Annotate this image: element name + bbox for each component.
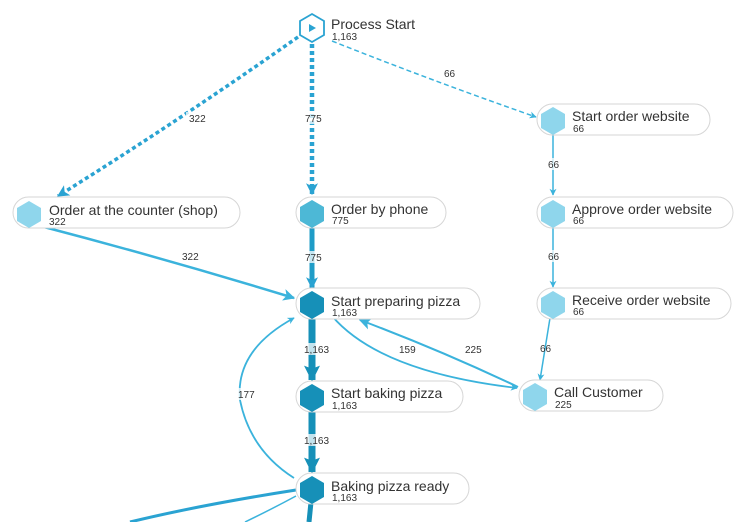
edge-web-receive-to-call[interactable]: 66 (537, 317, 552, 381)
edge-counter-to-prep[interactable]: 322 (43, 225, 296, 301)
node-start-baking-pizza[interactable]: Start baking pizza 1,163 (295, 380, 464, 413)
edge-label: 322 (189, 114, 206, 125)
edge-phone-to-prep[interactable]: 775 (304, 226, 326, 290)
node-label: Receive order website (572, 292, 711, 308)
hexagon-icon (300, 200, 324, 228)
hexagon-icon (300, 384, 324, 412)
node-count: 66 (573, 216, 585, 227)
nodes: Process Start 1,163 Order at the counter… (12, 12, 734, 505)
hexagon-icon (300, 291, 324, 319)
hexagon-icon (17, 201, 41, 228)
edge-label: 775 (305, 114, 322, 125)
node-count: 775 (332, 216, 349, 227)
node-start-order-website[interactable]: Start order website 66 (536, 103, 711, 136)
node-label: Start preparing pizza (331, 293, 460, 309)
node-label: Order by phone (331, 201, 428, 217)
edge-call-to-prep[interactable]: 225 (358, 318, 519, 388)
node-approve-order-website[interactable]: Approve order website 66 (536, 196, 734, 229)
edge-label: 159 (399, 345, 416, 356)
node-count: 66 (573, 307, 585, 318)
play-icon (309, 24, 316, 32)
node-label: Call Customer (554, 384, 643, 400)
edge-web-approve-to-web-receive[interactable]: 66 (546, 227, 562, 288)
hexagon-icon (523, 383, 547, 411)
node-count: 322 (49, 217, 66, 228)
node-count: 1,163 (332, 401, 357, 412)
edge-label: 1,163 (304, 436, 329, 447)
edge-label: 177 (238, 390, 255, 401)
edge-prep-to-bake[interactable]: 1,163 (302, 318, 332, 382)
node-label: Start baking pizza (331, 385, 442, 401)
node-count: 1,163 (332, 32, 357, 43)
node-count: 225 (555, 400, 572, 411)
hexagon-icon (541, 107, 565, 135)
node-label: Order at the counter (shop) (49, 202, 218, 218)
node-label: Approve order website (572, 201, 712, 217)
node-count: 1,163 (332, 308, 357, 319)
edge-start-to-counter[interactable]: 322 (56, 35, 300, 198)
edge-start-to-phone[interactable]: 775 (304, 44, 326, 196)
edge-start-to-web-start[interactable]: 66 (331, 40, 537, 119)
node-call-customer[interactable]: Call Customer 225 (518, 379, 664, 412)
node-receive-order-website[interactable]: Receive order website 66 (536, 287, 732, 320)
edge-web-start-to-web-approve[interactable]: 66 (546, 134, 562, 196)
node-label: Baking pizza ready (331, 478, 449, 494)
node-count: 66 (573, 124, 585, 135)
node-baking-pizza-ready[interactable]: Baking pizza ready 1,163 (295, 472, 470, 505)
node-process-start[interactable]: Process Start 1,163 (299, 12, 415, 44)
edge-ready-outgoing[interactable] (129, 488, 314, 522)
node-count: 1,163 (332, 493, 357, 504)
edge-bake-to-ready[interactable]: 1,163 (302, 411, 332, 474)
edge-label: 66 (444, 69, 456, 80)
edge-label: 66 (540, 344, 552, 355)
node-order-counter[interactable]: Order at the counter (shop) 322 (12, 196, 241, 229)
edge-ready-to-prep[interactable]: 177 (236, 317, 295, 479)
node-order-phone[interactable]: Order by phone 775 (295, 196, 447, 229)
edge-label: 66 (548, 252, 560, 263)
edge-label: 775 (305, 253, 322, 264)
node-label: Process Start (331, 16, 415, 32)
edge-prep-to-call[interactable]: 159 (331, 315, 518, 391)
edge-label: 1,163 (304, 345, 329, 356)
hexagon-icon (541, 291, 565, 319)
node-start-preparing-pizza[interactable]: Start preparing pizza 1,163 (295, 287, 481, 320)
edges: 322 775 66 322 775 66 (43, 35, 562, 522)
edge-label: 66 (548, 160, 560, 171)
edge-label: 225 (465, 345, 482, 356)
hexagon-icon (541, 200, 565, 228)
hexagon-icon (300, 476, 324, 504)
edge-label: 322 (182, 252, 199, 263)
node-label: Start order website (572, 108, 690, 124)
